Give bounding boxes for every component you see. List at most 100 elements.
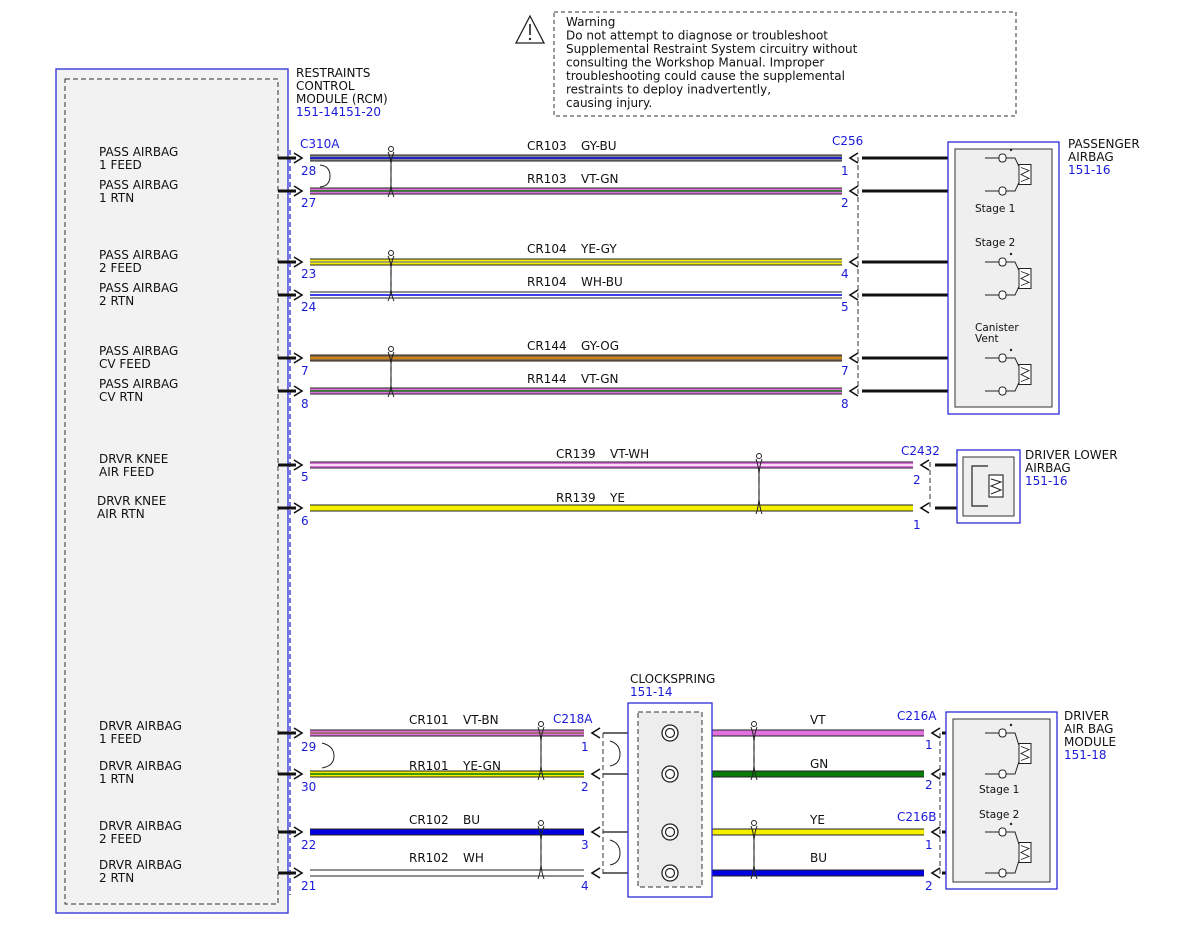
pin-arrow-icon xyxy=(848,385,859,397)
passenger-squibs xyxy=(985,148,1032,396)
pin-number: 28 xyxy=(301,164,316,178)
squib-wire xyxy=(1006,357,1020,392)
pin-arrow-icon xyxy=(293,727,304,739)
pin-number: 29 xyxy=(301,740,316,754)
pin-label: 1 RTN xyxy=(99,191,134,205)
twist-cap xyxy=(538,820,544,826)
squib-contact xyxy=(998,769,1007,779)
stage-label: Stage 1 xyxy=(979,784,1019,796)
passenger-airbag: Stage 1 Stage 2 Canister Vent PASSENGER … xyxy=(947,137,1140,415)
squib-contact xyxy=(998,153,1007,163)
pin-label: 2 FEED xyxy=(99,832,142,846)
pin-number: 24 xyxy=(301,300,316,314)
pin-label: DRVR KNEE xyxy=(99,452,168,466)
twist-symbol xyxy=(537,726,545,781)
circuit-color: YE-GN xyxy=(462,759,501,773)
pin-number: 7 xyxy=(841,364,849,378)
pin-label: PASS AIRBAG xyxy=(99,178,178,192)
pin-label: DRVR AIRBAG xyxy=(99,719,182,733)
driver-module-name: MODULE xyxy=(1064,735,1116,749)
pin-number: 1 xyxy=(913,518,921,532)
clockspring-ring-icon xyxy=(661,823,679,841)
twist-symbol xyxy=(755,458,763,515)
circuit-color: BU xyxy=(463,813,480,827)
clockspring-ref: 151-14 xyxy=(630,685,673,699)
squib-coil xyxy=(1019,167,1031,182)
clockspring-ring-inner xyxy=(664,727,676,739)
clockspring-ring-icon xyxy=(661,724,679,742)
squib-wire xyxy=(1006,157,1020,192)
warning-block: Warning Do not attempt to diagnose or tr… xyxy=(514,11,1017,117)
pin-number: 1 xyxy=(841,164,849,178)
pin-number: 4 xyxy=(581,879,589,893)
pin-label: CV RTN xyxy=(99,390,143,404)
circuit-id: CR144 xyxy=(527,339,567,353)
pin-label: DRVR AIRBAG xyxy=(99,819,182,833)
circuit-color: GY-BU xyxy=(581,139,617,153)
rcm-outer-box xyxy=(55,68,289,914)
pin-arrow-icon xyxy=(293,826,304,838)
pin-arrow-icon xyxy=(848,152,859,164)
squib-contact xyxy=(998,728,1007,738)
twist-symbol xyxy=(387,351,395,398)
pin-number: 2 xyxy=(925,778,933,792)
circuit-color: YE-GY xyxy=(580,242,617,256)
driver-module-ref: 151-18 xyxy=(1064,748,1107,762)
twist-symbol xyxy=(750,726,758,781)
squib-coil xyxy=(1019,845,1031,860)
twisted-pair-bracket xyxy=(609,839,621,866)
circuit-color: VT-GN xyxy=(581,372,618,386)
pin-arrow-icon xyxy=(293,502,304,514)
pin-arrow-icon xyxy=(293,152,304,164)
squib-contact xyxy=(998,868,1007,878)
pin-number: 7 xyxy=(301,364,309,378)
pin-number: 23 xyxy=(301,267,316,281)
pin-label: AIR FEED xyxy=(99,465,154,479)
circuit-id: RR102 xyxy=(409,851,449,865)
squib-contact xyxy=(998,186,1007,196)
pin-arrow-icon xyxy=(930,867,941,879)
squib-wire xyxy=(1006,261,1020,296)
twist-cap xyxy=(388,346,394,352)
wire-color-label: VT xyxy=(810,713,826,727)
stage-label: Stage 2 xyxy=(979,809,1019,821)
rcm-connector-label: C310A xyxy=(300,137,340,151)
circuit-id: RR101 xyxy=(409,759,449,773)
circuit-labels: CR103 GY-BU RR103 VT-GN CR104 YE-GY RR10… xyxy=(409,139,649,865)
squib-contact xyxy=(998,290,1007,300)
wire-color-label: GN xyxy=(810,757,828,771)
pin-number: 5 xyxy=(301,470,309,484)
pin-label: DRVR AIRBAG xyxy=(99,858,182,872)
circuit-id: CR103 xyxy=(527,139,567,153)
squib-contact xyxy=(998,386,1007,396)
pin-arrow-icon xyxy=(293,352,304,364)
driver-module-name: AIR BAG xyxy=(1064,722,1113,736)
clockspring-ring-inner xyxy=(664,826,676,838)
squib-polarity-dot xyxy=(1009,723,1013,727)
twist-cap xyxy=(751,820,757,826)
pin-number: 3 xyxy=(581,838,589,852)
connector-label-c218a: C218A xyxy=(553,712,593,726)
pin-number: 1 xyxy=(925,738,933,752)
pin-label: PASS AIRBAG xyxy=(99,377,178,391)
pin-label: DRVR KNEE xyxy=(97,494,166,508)
pin-label: PASS AIRBAG xyxy=(99,281,178,295)
twist-cap xyxy=(388,250,394,256)
pin-label: 2 RTN xyxy=(99,871,134,885)
circuit-color: YE xyxy=(609,491,625,505)
squib-wire xyxy=(1006,831,1020,874)
pin-arrow-icon xyxy=(293,256,304,268)
pin-label: 1 FEED xyxy=(99,732,142,746)
squib-contact xyxy=(998,353,1007,363)
squib-element-icon xyxy=(1018,743,1032,764)
warning-line: Do not attempt to diagnose or troublesho… xyxy=(566,29,828,43)
circuit-id: RR144 xyxy=(527,372,567,386)
pin-number: 8 xyxy=(301,397,309,411)
pin-arrow-icon xyxy=(293,289,304,301)
pin-number: 1 xyxy=(581,740,589,754)
pin-arrow-icon xyxy=(293,459,304,471)
pin-label: DRVR AIRBAG xyxy=(99,759,182,773)
twist-cap xyxy=(751,721,757,727)
pin-arrow-icon xyxy=(848,289,859,301)
